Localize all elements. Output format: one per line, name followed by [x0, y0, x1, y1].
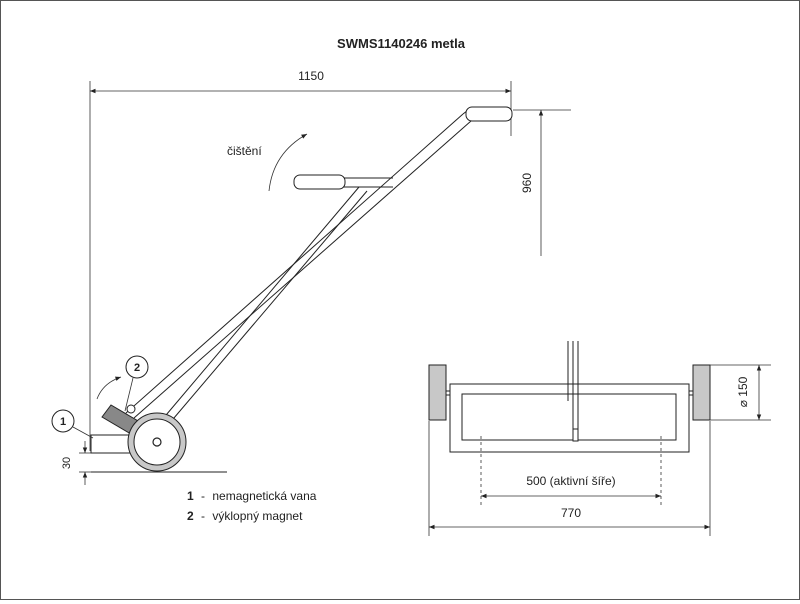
legend-item-2: 2 - výklopný magnet [187, 509, 303, 523]
callout-2-number: 2 [134, 362, 140, 374]
diameter-label: ⌀ 150 [736, 376, 750, 407]
callout-1-number: 1 [60, 416, 66, 428]
cleaning-arrow [268, 133, 308, 192]
drawing-title: SWMS1140246 metla [337, 36, 466, 51]
magnet-plate [461, 393, 677, 441]
middle-grip [293, 174, 346, 190]
tilt-arrow [96, 376, 122, 400]
active-width-label: 500 (aktivní šíře) [526, 474, 615, 488]
right-wheel [692, 364, 711, 421]
dimension-clearance-label: 30 [61, 457, 73, 469]
wheel [127, 412, 187, 472]
front-view: ⌀ 150 500 (aktivní šíře) 770 [428, 341, 771, 536]
top-grip [465, 106, 513, 122]
dimension-height-label: 960 [520, 173, 534, 193]
side-view: 1150 960 [51, 69, 571, 523]
cleaning-label: čištění [227, 144, 262, 158]
left-wheel [428, 364, 447, 421]
legend: 1 - nemagnetická vana 2 - výklopný magne… [187, 489, 317, 523]
dimension-length-label: 1150 [298, 69, 324, 83]
legend-item-1: 1 - nemagnetická vana [187, 489, 317, 503]
total-width-label: 770 [561, 506, 581, 520]
callout-2-circle [125, 355, 149, 379]
front-tube [160, 186, 368, 426]
handle-tube [125, 108, 482, 419]
callout-1-circle [51, 409, 75, 433]
